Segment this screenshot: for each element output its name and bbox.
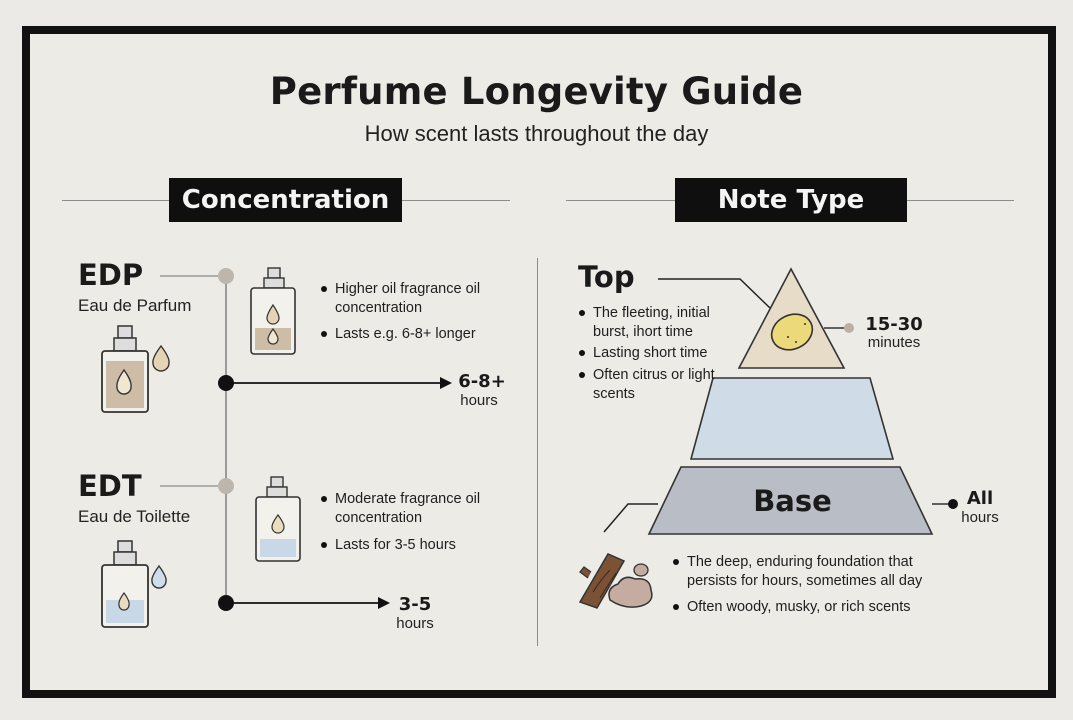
top-connector	[658, 278, 771, 309]
edp-bullet-2: Lasts e.g. 6-8+ longer	[321, 325, 525, 344]
base-connector	[603, 503, 658, 533]
top-bullet-1: The fleeting, initial burst, ihort time	[579, 304, 743, 342]
edt-hours-label: hours	[396, 615, 434, 632]
edp-bottle-icon	[101, 325, 149, 413]
edp-abbr: EDP	[78, 258, 144, 292]
edp-small-bottle-icon	[250, 267, 296, 355]
concentration-header: Concentration	[169, 178, 402, 222]
wood-icon	[578, 553, 626, 609]
top-duration-label: minutes	[867, 334, 921, 351]
edp-hours-label: hours	[460, 392, 498, 409]
column-divider	[537, 258, 538, 646]
edt-abbr: EDT	[78, 469, 142, 503]
page-title: Perfume Longevity Guide	[269, 70, 804, 113]
pyramid-base-tier	[647, 466, 934, 535]
top-label: Top	[578, 260, 635, 294]
infographic-frame	[22, 26, 1056, 698]
top-duration-value: 15-30	[865, 314, 923, 335]
edp-node	[218, 268, 234, 284]
edt-bullet-1: Moderate fragrance oil concentration	[321, 490, 535, 528]
base-bullet-2: Often woody, musky, or rich scents	[673, 598, 957, 617]
pyramid-middle-tier	[689, 377, 895, 460]
note-pyramid	[578, 267, 958, 609]
edp-hours-value: 6-8+	[458, 371, 506, 392]
edt-small-bottle-icon	[255, 476, 301, 562]
note-type-header: Note Type	[675, 178, 907, 222]
base-label: Base	[753, 484, 832, 518]
edt-drop-icon	[151, 564, 167, 589]
base-duration-label: hours	[961, 509, 999, 526]
edt-arrowhead	[378, 597, 390, 609]
top-bullet-2: Lasting short time	[579, 344, 743, 363]
edp-name: Eau de Parfum	[78, 296, 192, 315]
edp-drop-icon	[152, 344, 170, 372]
edt-node	[218, 478, 234, 494]
base-duration-value: All	[966, 488, 994, 509]
edp-bullet-1: Higher oil fragrance oil concentration	[321, 280, 510, 318]
top-duration-dot	[844, 323, 854, 333]
base-bullet-1: The deep, enduring foundation that persi…	[673, 553, 957, 591]
edt-bottle-icon	[101, 540, 149, 628]
edt-bullet-2: Lasts for 3-5 hours	[321, 536, 525, 555]
page-subtitle: How scent lasts throughout the day	[364, 121, 709, 146]
edt-hours-value: 3-5	[398, 594, 432, 615]
base-duration-dot	[948, 499, 958, 509]
concentration-timeline	[101, 267, 452, 628]
top-bullet-3: Often citrus or light scents	[579, 366, 723, 404]
edp-arrowhead	[440, 377, 452, 389]
edt-name: Eau de Toilette	[78, 507, 191, 526]
musk-stones-icon	[608, 563, 653, 608]
lemon-icon	[770, 313, 814, 351]
